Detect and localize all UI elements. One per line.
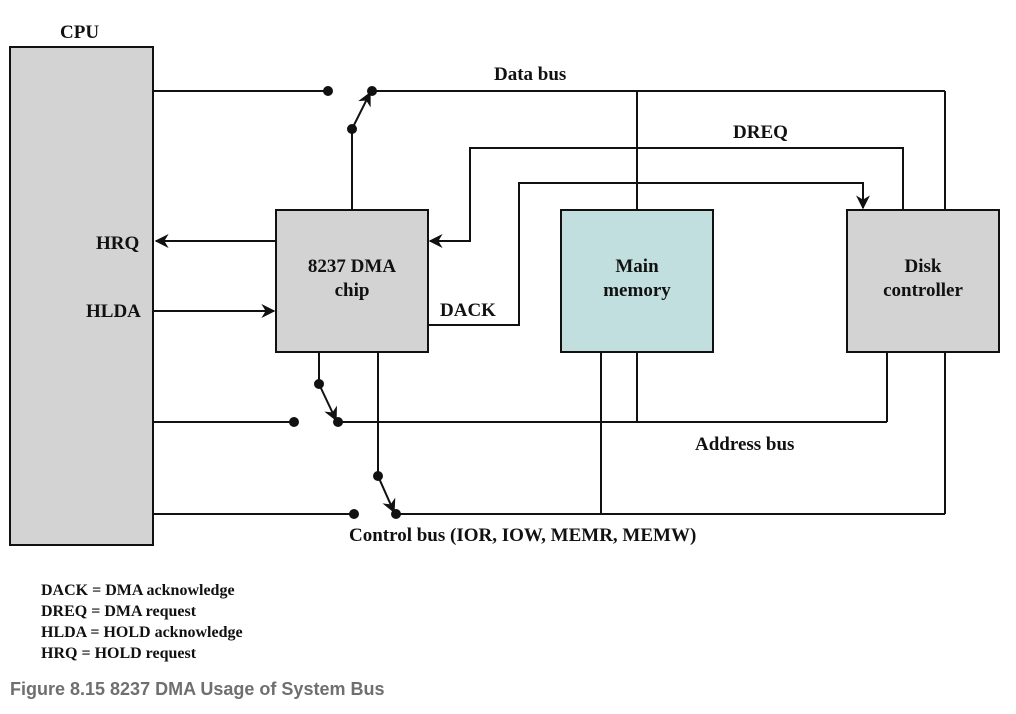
control-bus-switch	[377, 475, 396, 514]
address-bus-switch	[318, 383, 337, 422]
data-bus	[153, 86, 946, 210]
dack-label: DACK	[440, 300, 496, 321]
main-memory-block	[560, 209, 714, 353]
dma-chip-label-line2: chip	[335, 280, 370, 301]
data-bus-label: Data bus	[494, 64, 566, 85]
figure-caption: Figure 8.15 8237 DMA Usage of System Bus	[10, 679, 385, 699]
disk-controller-label-line1: Disk	[905, 256, 942, 277]
main-memory-label-line1: Main	[615, 256, 659, 277]
disk-controller-block	[846, 209, 1000, 353]
legend-item: HLDA = HOLD acknowledge	[41, 624, 243, 641]
hrq-label: HRQ	[96, 233, 139, 254]
cpu-label: CPU	[60, 22, 99, 43]
legend-item: HRQ = HOLD request	[41, 645, 197, 662]
legend: DACK = DMA acknowledge DREQ = DMA reques…	[41, 582, 243, 662]
dreq-label: DREQ	[733, 122, 788, 143]
dreq-line	[428, 147, 904, 248]
legend-item: DACK = DMA acknowledge	[41, 582, 235, 599]
address-bus-label: Address bus	[695, 434, 794, 455]
main-memory-label-line2: memory	[603, 280, 671, 301]
switch-contact	[314, 379, 324, 389]
legend-item: DREQ = DMA request	[41, 603, 197, 620]
switch-contact	[347, 124, 357, 134]
cpu-block	[9, 46, 154, 546]
dma-chip-label-line1: 8237 DMA	[308, 256, 396, 277]
hlda-label: HLDA	[86, 301, 141, 322]
dack-line	[428, 182, 870, 326]
switch-contact	[349, 509, 359, 519]
data-bus-switch	[351, 91, 371, 130]
disk-controller-label-line2: controller	[883, 280, 963, 301]
switch-contact	[323, 86, 333, 96]
address-bus	[153, 352, 888, 427]
switch-contact	[373, 471, 383, 481]
control-bus-label: Control bus (IOR, IOW, MEMR, MEMW)	[349, 525, 696, 546]
switch-contact	[367, 86, 377, 96]
switch-contact	[289, 417, 299, 427]
switch-contact	[333, 417, 343, 427]
control-bus	[153, 352, 946, 519]
switch-contact	[391, 509, 401, 519]
dma-chip-block	[275, 209, 429, 353]
